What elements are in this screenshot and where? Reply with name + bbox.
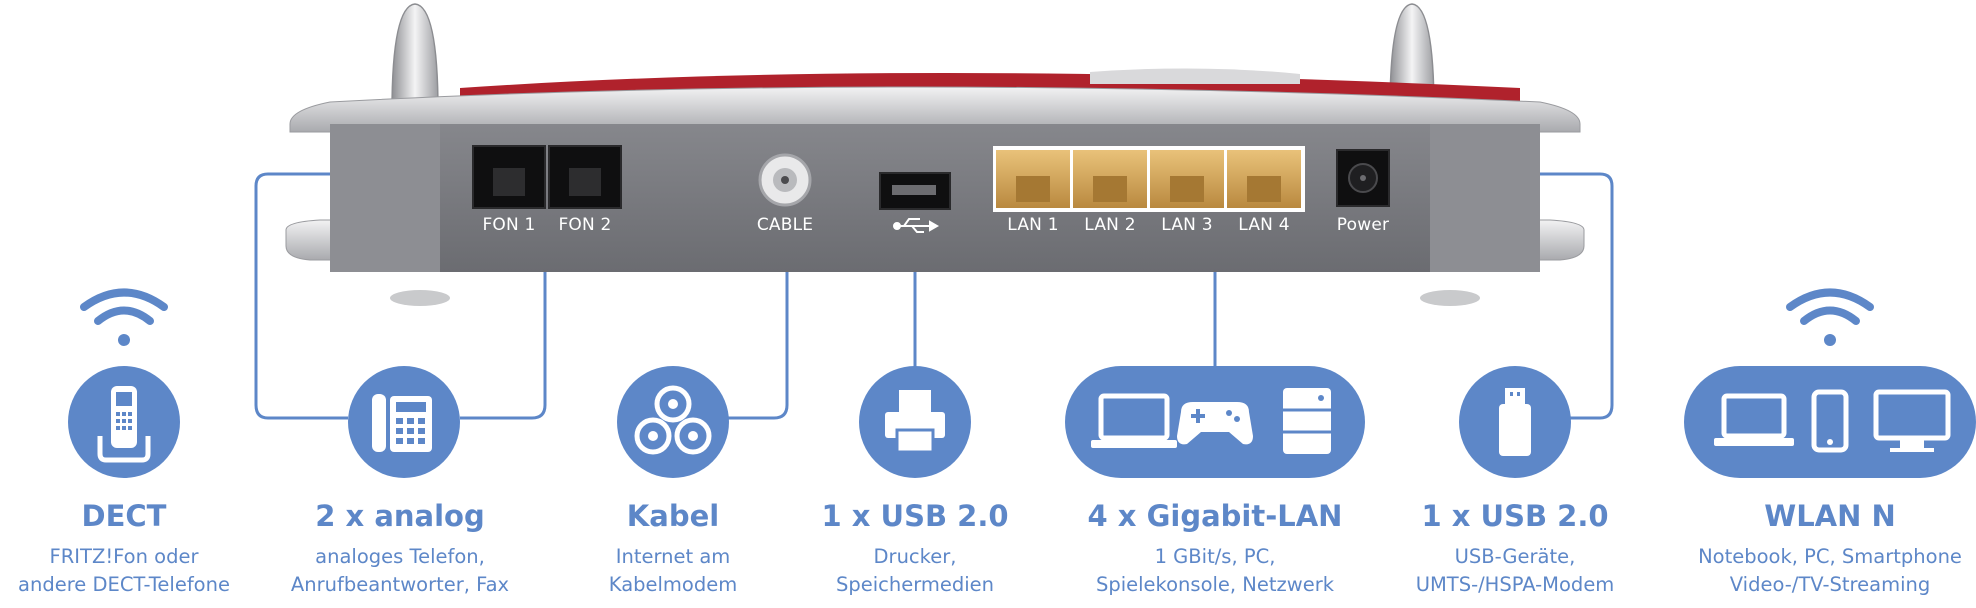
port-label-lan1: LAN 1 xyxy=(1007,215,1059,235)
feature-title: Kabel xyxy=(626,499,720,533)
feature-desc-line1: analoges Telefon, xyxy=(315,545,485,568)
feature-kabel: Kabel Internet am Kabelmodem xyxy=(543,499,803,599)
feature-desc-line1: Internet am xyxy=(615,545,731,568)
feature-desc-line2: Kabelmodem xyxy=(608,573,738,596)
usb-stick-icon xyxy=(1459,366,1571,478)
connector-dect xyxy=(254,172,348,420)
monitor-icon xyxy=(1873,389,1951,452)
coax-cable-icon xyxy=(617,366,729,478)
port-label-lan2: LAN 2 xyxy=(1084,215,1136,235)
wifi-icon xyxy=(1786,288,1874,346)
connector-usb2 xyxy=(1520,172,1614,420)
feature-dect: DECT FRITZ!Fon oder andere DECT-Telefone xyxy=(0,499,254,599)
feature-desc-line2: Spielekonsole, Netzwerk xyxy=(1095,573,1335,596)
laptop-icon xyxy=(1091,393,1177,448)
feature-gigabit-lan: 4 x Gigabit-LAN 1 GBit/s, PC, Spielekons… xyxy=(1085,499,1345,599)
feature-desc-line2: UMTS-/HSPA-Modem xyxy=(1415,573,1615,596)
feature-usb-printer: 1 x USB 2.0 Drucker, Speichermedien xyxy=(785,499,1045,599)
feature-desc-line2: andere DECT-Telefone xyxy=(18,573,230,596)
feature-analog: 2 x analog analoges Telefon, Anrufbeantw… xyxy=(270,499,530,599)
smartphone-icon xyxy=(1811,389,1849,453)
server-icon xyxy=(1283,388,1331,454)
feature-desc-line1: Drucker, xyxy=(873,545,957,568)
feature-desc-line2: Anrufbeantworter, Fax xyxy=(290,573,510,596)
connector-cable xyxy=(710,262,789,420)
port-label-fon1: FON 1 xyxy=(482,215,536,235)
feature-title: 2 x analog xyxy=(315,499,485,533)
laptop-phone-monitor-icon xyxy=(1684,366,1976,478)
feature-desc-line1: 1 GBit/s, PC, xyxy=(1154,545,1276,568)
dect-phone-icon xyxy=(68,366,180,478)
feature-title: WLAN N xyxy=(1764,499,1896,533)
feature-desc-line1: Notebook, PC, Smartphone xyxy=(1698,545,1962,568)
usb-symbol-icon xyxy=(893,218,940,233)
feature-title: DECT xyxy=(81,499,167,533)
left-foot xyxy=(390,290,450,306)
wifi-icon xyxy=(80,288,168,346)
desk-phone-icon xyxy=(348,366,460,478)
feature-title: 4 x Gigabit-LAN xyxy=(1087,499,1343,533)
gamepad-icon xyxy=(1177,402,1253,445)
port-label-lan3: LAN 3 xyxy=(1161,215,1213,235)
feature-title: 1 x USB 2.0 xyxy=(1421,499,1609,533)
feature-usb-modem: 1 x USB 2.0 USB-Geräte, UMTS-/HSPA-Modem xyxy=(1385,499,1645,599)
port-label-lan4: LAN 4 xyxy=(1238,215,1290,235)
feature-title: 1 x USB 2.0 xyxy=(821,499,1009,533)
port-label-power: Power xyxy=(1336,215,1390,235)
feature-desc-line2: Video-/TV-Streaming xyxy=(1729,573,1931,596)
port-label-fon2: FON 2 xyxy=(558,215,612,235)
connector-lines xyxy=(254,172,1614,420)
router-top-shell xyxy=(289,86,1581,133)
right-foot xyxy=(1420,290,1480,306)
port-label-cable: CABLE xyxy=(756,215,814,235)
feature-desc-line1: USB-Geräte, xyxy=(1454,545,1576,568)
feature-wlan: WLAN N Notebook, PC, Smartphone Video-/T… xyxy=(1685,499,1975,599)
feature-desc-line2: Speichermedien xyxy=(835,573,995,596)
printer-icon xyxy=(859,366,971,478)
feature-desc-line1: FRITZ!Fon oder xyxy=(49,545,199,568)
router xyxy=(285,3,1585,306)
laptop-gamepad-server-icon xyxy=(1065,366,1365,478)
left-antenna xyxy=(391,3,439,113)
connector-analog xyxy=(460,262,547,420)
laptop-icon xyxy=(1714,393,1794,446)
